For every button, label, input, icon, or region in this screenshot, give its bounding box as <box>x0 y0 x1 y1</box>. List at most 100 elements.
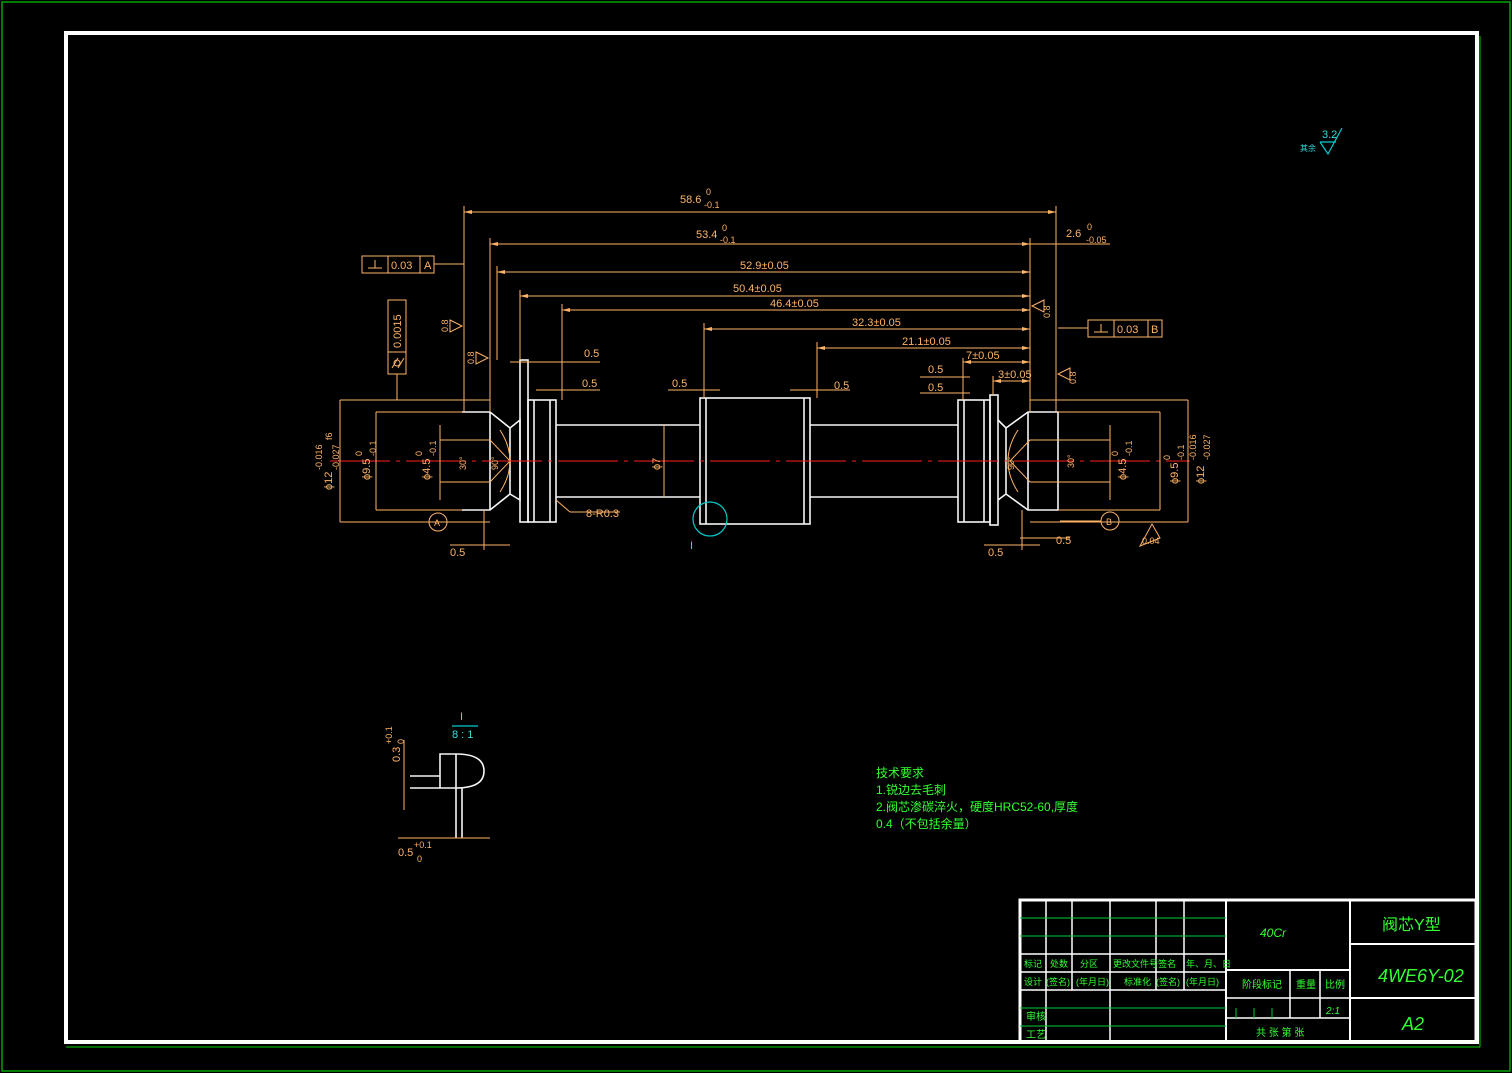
hdr-2: 分区 <box>1080 959 1098 969</box>
angle-90-left: 90° <box>490 456 500 470</box>
dia-12-left: ϕ12 <box>323 472 335 490</box>
dim-58-6-tol-low: -0.1 <box>704 200 720 210</box>
dia-4-5-left-low: -0.1 <box>428 440 438 456</box>
detail-depth-up: +0.1 <box>384 726 394 744</box>
design-0: 设计 <box>1024 976 1042 987</box>
detail-width: 0.5 <box>398 847 413 859</box>
ratio-label: 比例 <box>1325 978 1345 991</box>
dia-9-5-right-low: -0.1 <box>1176 444 1186 460</box>
dim-53-4-tol-low: -0.1 <box>720 235 736 245</box>
datum-b: B <box>1060 511 1120 531</box>
hdr-3: 更改文件号 <box>1113 958 1158 969</box>
detail-width-low: 0 <box>417 854 422 864</box>
perp-b-datum: B <box>1151 324 1158 336</box>
design-2: (年月日) <box>1076 976 1109 987</box>
dia-7: ϕ7 <box>651 458 663 470</box>
angle-90-right: 90° <box>1006 456 1016 470</box>
drawing-number: 4WE6Y-02 <box>1378 966 1464 986</box>
cylindricity-value: 0.0015 <box>392 314 404 348</box>
roughness-0-8-c: 0.8 <box>1042 305 1052 318</box>
tolerance-frame-b: 0.03 B <box>1058 319 1163 338</box>
groove-dim-3: 0.5 <box>672 378 687 390</box>
dim-58-6: 58.6 <box>680 194 701 206</box>
dim-53-4: 53.4 <box>696 229 717 241</box>
detail-marker-label: I <box>690 540 693 552</box>
material: 40Cr <box>1260 926 1287 940</box>
diameter-dimensions <box>339 399 1189 523</box>
dim-50-4: 50.4±0.05 <box>733 283 782 295</box>
tech-requirements: 技术要求 1.锐边去毛刺 2.阀芯渗碳淬火，硬度HRC52-60,厚度 0.4（… <box>876 766 1078 831</box>
design-3: 标准化 <box>1124 976 1151 987</box>
surface-rest-label: 其余 <box>1300 143 1316 153</box>
groove-dim-5: 0.5 <box>928 364 943 376</box>
groove-dim-4: 0.5 <box>834 380 849 392</box>
dia-12-left-tol1: -0.016 <box>314 444 324 470</box>
roughness-0-8-b: 0.8 <box>466 351 476 364</box>
surface-finish-rest: 其余 3.2 <box>1300 127 1343 156</box>
design-5: (年月日) <box>1186 976 1219 987</box>
valve-spool-outline <box>462 359 1059 526</box>
detail-depth-low: 0 <box>396 739 406 744</box>
arrow-heads <box>464 210 1056 383</box>
hdr-0: 标记 <box>1024 958 1042 969</box>
dia-4-5-left-up: 0 <box>414 451 424 456</box>
datum-b-label: B <box>1106 517 1112 527</box>
title-block: 40Cr 阀芯Y型 4WE6Y-02 A2 2:1 阶段标记 重量 比例 共 张… <box>1018 898 1478 1044</box>
part-name: 阀芯Y型 <box>1382 916 1441 934</box>
dim-52-9: 52.9±0.05 <box>740 260 789 272</box>
groove-dim-1: 0.5 <box>584 348 599 360</box>
dim-2-6: 2.6 <box>1066 228 1081 240</box>
dim-2-6-tol-low: -0.05 <box>1086 235 1107 245</box>
tech-line-3: 0.4（不包括余量） <box>876 816 977 831</box>
stage-mark: 阶段标记 <box>1242 978 1282 991</box>
groove-dim-6: 0.5 <box>928 382 943 394</box>
tech-line-2: 2.阀芯渗碳淬火，硬度HRC52-60,厚度 <box>876 799 1078 814</box>
design-4: (签名) <box>1156 976 1180 987</box>
dia-12-left-tol2: -0.027 <box>331 444 341 470</box>
dimension-texts: 58.6 0 -0.1 53.4 0 -0.1 2.6 0 -0.05 52.9… <box>314 187 1212 559</box>
dim-58-6-tol-up: 0 <box>706 187 711 197</box>
dia-12-left-fit: f6 <box>324 432 334 440</box>
dia-4-5-right-low: -0.1 <box>1124 440 1134 456</box>
groove-dim-2: 0.5 <box>582 378 597 390</box>
dia-12-right-tol2: -0.027 <box>1202 434 1212 460</box>
datum-a: A <box>428 512 470 532</box>
detail-depth: 0.3 <box>391 747 403 762</box>
dia-9-5-left: ϕ9.5 <box>361 459 373 480</box>
weight-label: 重量 <box>1296 978 1316 991</box>
dia-4-5-right-up: 0 <box>1110 451 1120 456</box>
roughness-0-8-d: 0.8 <box>1068 371 1078 384</box>
perp-a-datum: A <box>424 260 432 272</box>
perp-a-value: 0.03 <box>391 260 412 272</box>
review-label: 审核 <box>1026 1010 1046 1023</box>
dim-32-3: 32.3±0.05 <box>852 317 901 329</box>
dia-9-5-left-up: 0 <box>354 451 364 456</box>
angle-30-right: 30° <box>1066 454 1076 468</box>
roughness-0-8-a: 0.8 <box>440 319 450 332</box>
tech-line-1: 1.锐边去毛刺 <box>876 783 946 797</box>
dia-4-5-right: ϕ4.5 <box>1117 459 1129 480</box>
dia-4-5-left: ϕ4.5 <box>421 459 433 480</box>
groove-dim-7: 0.5 <box>450 547 465 559</box>
tolerance-frame-cylindricity: 0.0015 <box>387 299 407 400</box>
hdr-5: 年、月、日 <box>1186 958 1231 969</box>
detail-marker-circle <box>692 501 728 537</box>
dim-3: 3±0.05 <box>998 369 1032 381</box>
tech-title: 技术要求 <box>876 766 924 780</box>
dim-53-4-tol-up: 0 <box>722 223 727 233</box>
hdr-1: 处数 <box>1050 958 1068 969</box>
runout-0-04: 0.04 <box>1142 536 1160 546</box>
dim-7: 7±0.05 <box>966 350 1000 362</box>
perp-b-value: 0.03 <box>1117 324 1138 336</box>
border-frame <box>64 31 1479 1044</box>
horizontal-dimensions <box>450 206 1110 550</box>
design-1: (签名) <box>1046 976 1070 987</box>
dia-9-5-right: ϕ9.5 <box>1169 463 1181 484</box>
surface-rest-value: 3.2 <box>1322 129 1337 141</box>
dim-46-4: 46.4±0.05 <box>770 298 819 310</box>
hdr-4: 签名 <box>1158 958 1176 969</box>
process-label: 工艺 <box>1026 1029 1046 1041</box>
sheets-label: 共 张 第 张 <box>1256 1026 1304 1039</box>
